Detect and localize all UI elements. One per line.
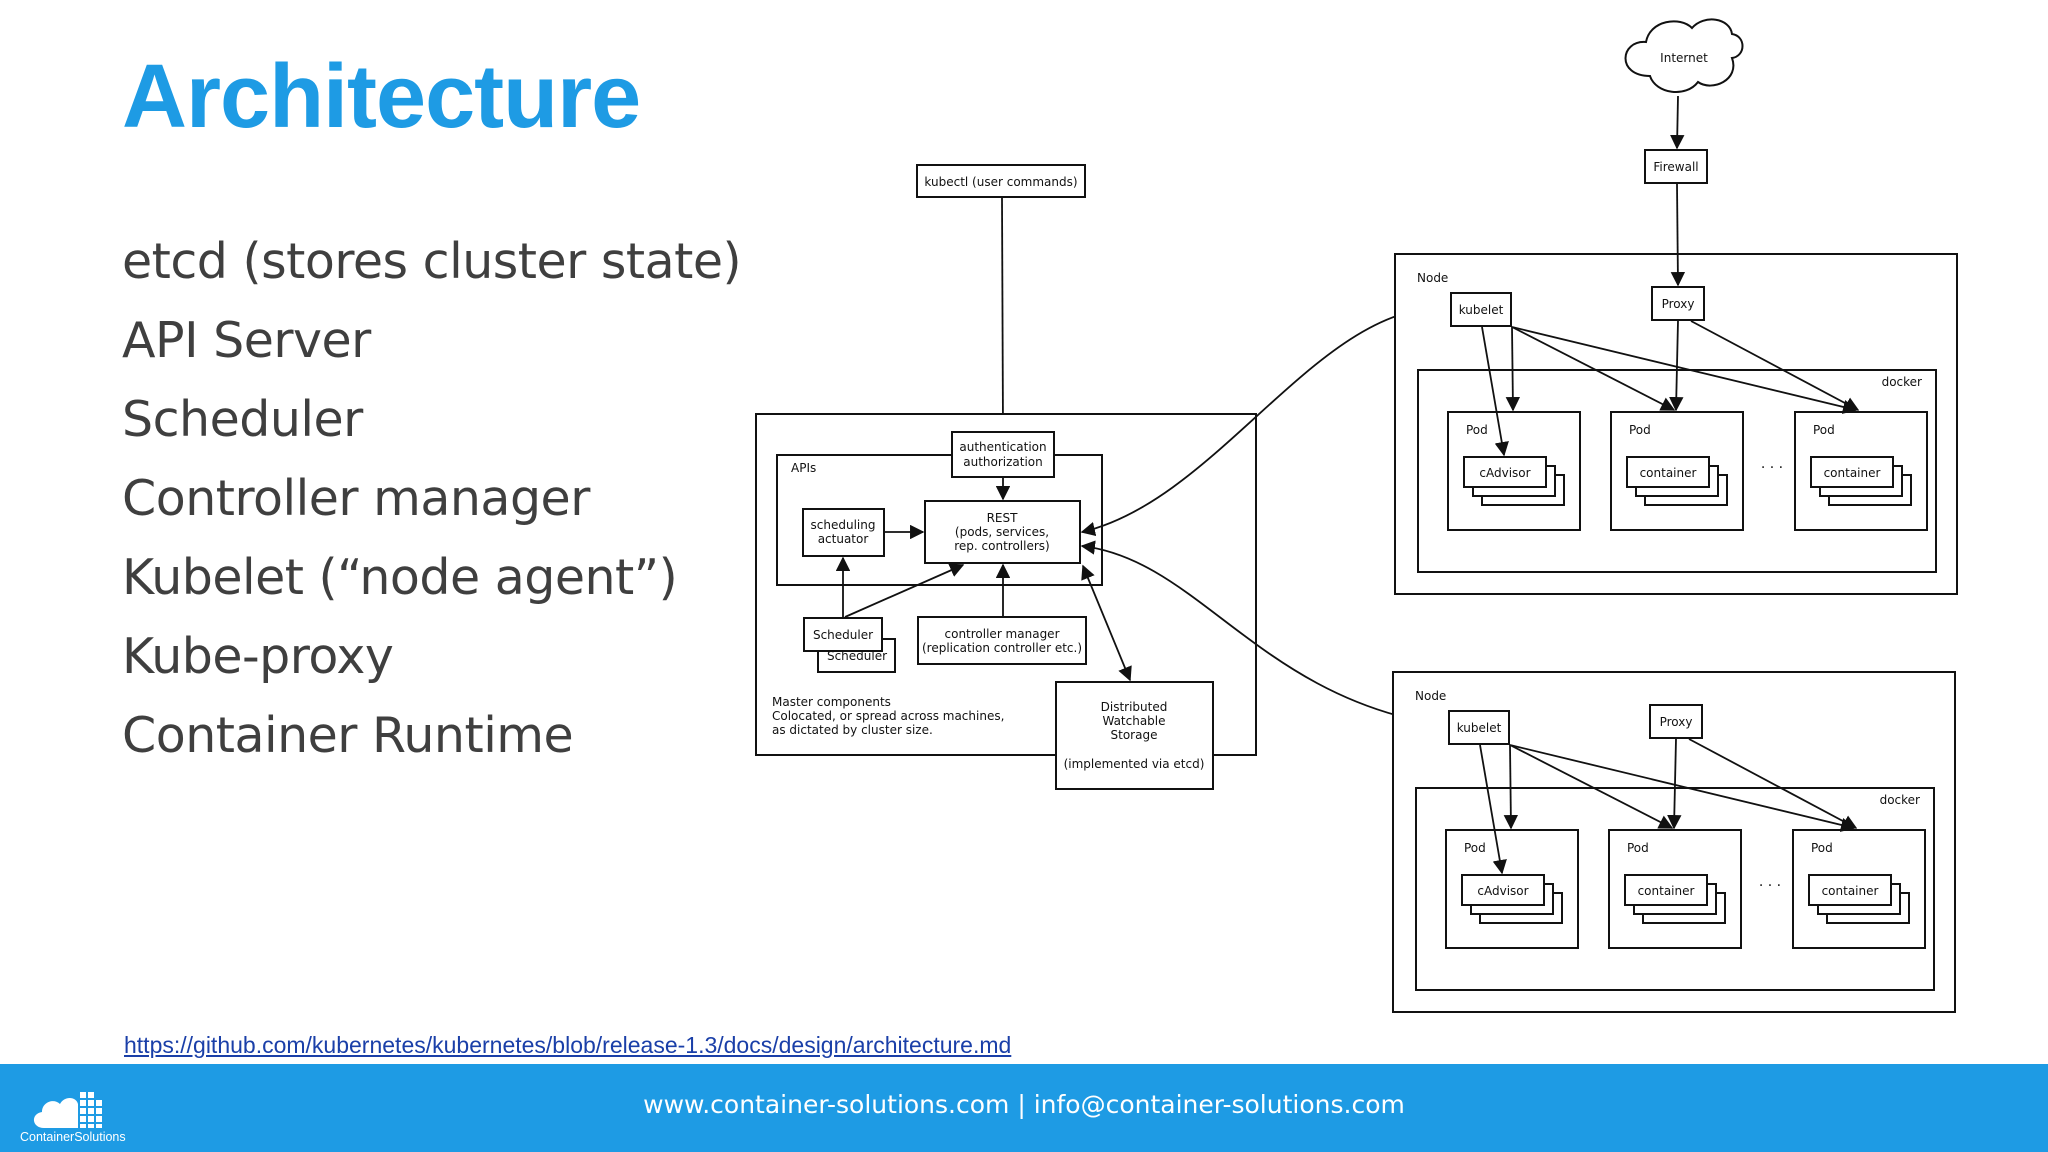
scheduler-to-rest-arrow (844, 563, 965, 618)
node-2-kubelet-to-pod-2-arrow (1509, 744, 1674, 829)
node-1-proxy-to-pod-3-arrow (1690, 320, 1860, 411)
bullet-list: etcd (stores cluster state) API Server S… (122, 232, 742, 785)
node-2-container-3-label: container (1822, 884, 1879, 898)
node-1-docker-label: docker (1882, 375, 1922, 389)
node-1-kubelet-box (1450, 292, 1512, 327)
footer-contact: www.container-solutions.com | info@conta… (643, 1090, 1405, 1119)
node-1-pod-3-label: Pod (1813, 423, 1835, 437)
node-1-proxy-box (1651, 286, 1705, 321)
node-2-pod-3-label: Pod (1811, 841, 1833, 855)
scheduling-line-1: scheduling (811, 518, 876, 532)
storage-line-2: Watchable (1102, 714, 1165, 728)
auth-line-1: authentication (959, 440, 1046, 454)
storage-line-5: (implemented via etcd) (1064, 757, 1205, 771)
logo-text: ContainerSolutions (20, 1130, 126, 1144)
node-1-kubelet-to-pod-2-arrow (1511, 326, 1676, 411)
node-2-label: Node (1415, 689, 1446, 703)
rest-box (924, 500, 1081, 564)
kubectl-box (916, 164, 1086, 198)
node-1-proxy-to-pod-2-arrow (1669, 320, 1684, 412)
kubectl-label: kubectl (user commands) (924, 175, 1077, 189)
storage-line-1: Distributed (1101, 700, 1168, 714)
kubectl-to-auth-arrow (995, 197, 1011, 432)
master-note-line-3: as dictated by cluster size. (772, 723, 933, 737)
node-1-kubelet-to-pod-1-arrow (1505, 326, 1521, 412)
node-2-proxy-box (1649, 704, 1703, 739)
master-note-line-1: Master components (772, 695, 891, 709)
rest-line-2: (pods, services, (955, 525, 1049, 539)
node-1-cadvisor-label: cAdvisor (1479, 466, 1530, 480)
storage-line-3: Storage (1111, 728, 1158, 742)
auth-line-2: authorization (963, 455, 1043, 469)
cloud-logo-icon (33, 1092, 102, 1128)
scheduling-actuator-box (802, 508, 885, 557)
internet-to-firewall-arrow (1670, 95, 1685, 150)
node-2-kubelet-box (1448, 710, 1510, 745)
rest-line-3: rep. controllers) (954, 539, 1049, 553)
node-2-container-3-box (1808, 874, 1892, 906)
node-1-container-3-box (1810, 456, 1894, 488)
node-2-kubelet-label: kubelet (1457, 721, 1502, 735)
node-1-kubelet-label: kubelet (1459, 303, 1504, 317)
scheduling-line-2: actuator (818, 532, 869, 546)
node-1-kubelet-to-pod-3-arrow (1511, 326, 1858, 414)
node-1-cadvisor-box (1463, 456, 1547, 488)
bullet-scheduler: Scheduler (122, 391, 363, 448)
node-2-pod-1-label: Pod (1464, 841, 1486, 855)
bullet-kube-proxy: Kube-proxy (122, 628, 394, 685)
node-2-cadvisor-label: cAdvisor (1477, 884, 1528, 898)
node-2-pod-2-label: Pod (1627, 841, 1649, 855)
internet-cloud-icon (1624, 18, 1744, 94)
apis-label: APIs (791, 461, 816, 475)
node-1-container-2-box (1626, 456, 1710, 488)
master-note-line-2: Colocated, or spread across machines, (772, 709, 1004, 723)
internet-label: Internet (1660, 51, 1708, 65)
node-1-pod-1-label: Pod (1466, 423, 1488, 437)
firewall-label: Firewall (1653, 160, 1698, 174)
node-2-container-2-label: container (1638, 884, 1695, 898)
controller-manager-box (917, 616, 1087, 665)
bullet-api-server: API Server (122, 312, 371, 369)
scheduler-box (803, 617, 883, 652)
slide-title: Architecture (122, 47, 641, 147)
source-link[interactable]: https://github.com/kubernetes/kubernetes… (124, 1032, 1012, 1058)
controller-line-1: controller manager (945, 627, 1060, 641)
node-1-container-2-label: container (1640, 466, 1697, 480)
architecture-diagram: Internet Firewall kubectl (user commands… (755, 18, 1958, 1013)
bullet-container-runtime: Container Runtime (122, 707, 574, 764)
node-2-container-2-box (1624, 874, 1708, 906)
node-2-proxy-to-pod-3-arrow (1688, 738, 1858, 829)
node-2-proxy-label: Proxy (1660, 715, 1693, 729)
node-1-kubelet-to-cadvisor-arrow (1481, 326, 1509, 457)
bullet-controller-manager: Controller manager (122, 470, 590, 527)
firewall-box (1644, 149, 1708, 184)
node-2-ellipsis: · · · (1759, 878, 1781, 894)
bullet-etcd: etcd (stores cluster state) (122, 233, 742, 290)
node-2-docker-label: docker (1880, 793, 1920, 807)
node-2-kubelet-to-pod-1-arrow (1503, 744, 1519, 830)
node-1-label: Node (1417, 271, 1448, 285)
node-1-container-3-label: container (1824, 466, 1881, 480)
node-2-kubelet-to-cadvisor-arrow (1479, 744, 1507, 875)
node-2-kubelet-to-pod-3-arrow (1509, 744, 1856, 832)
firewall-to-proxy-arrow (1670, 183, 1686, 287)
bullet-kubelet: Kubelet (“node agent”) (122, 549, 678, 606)
rest-to-node2-kubelet-curve (1080, 540, 1450, 732)
node-1-pod-2-label: Pod (1629, 423, 1651, 437)
node-2-cadvisor-box (1461, 874, 1545, 906)
scheduler-label: Scheduler (813, 628, 873, 642)
node-2-proxy-to-pod-2-arrow (1667, 738, 1682, 830)
rest-line-1: REST (987, 511, 1019, 525)
node-1-proxy-label: Proxy (1662, 297, 1695, 311)
footer-bar: ContainerSolutions www.container-solutio… (0, 1064, 2048, 1152)
auth-box (951, 431, 1055, 478)
node-1-ellipsis: · · · (1761, 460, 1783, 476)
scheduler-label-back: Scheduler (827, 649, 887, 663)
controller-line-2: (replication controller etc.) (922, 641, 1082, 655)
